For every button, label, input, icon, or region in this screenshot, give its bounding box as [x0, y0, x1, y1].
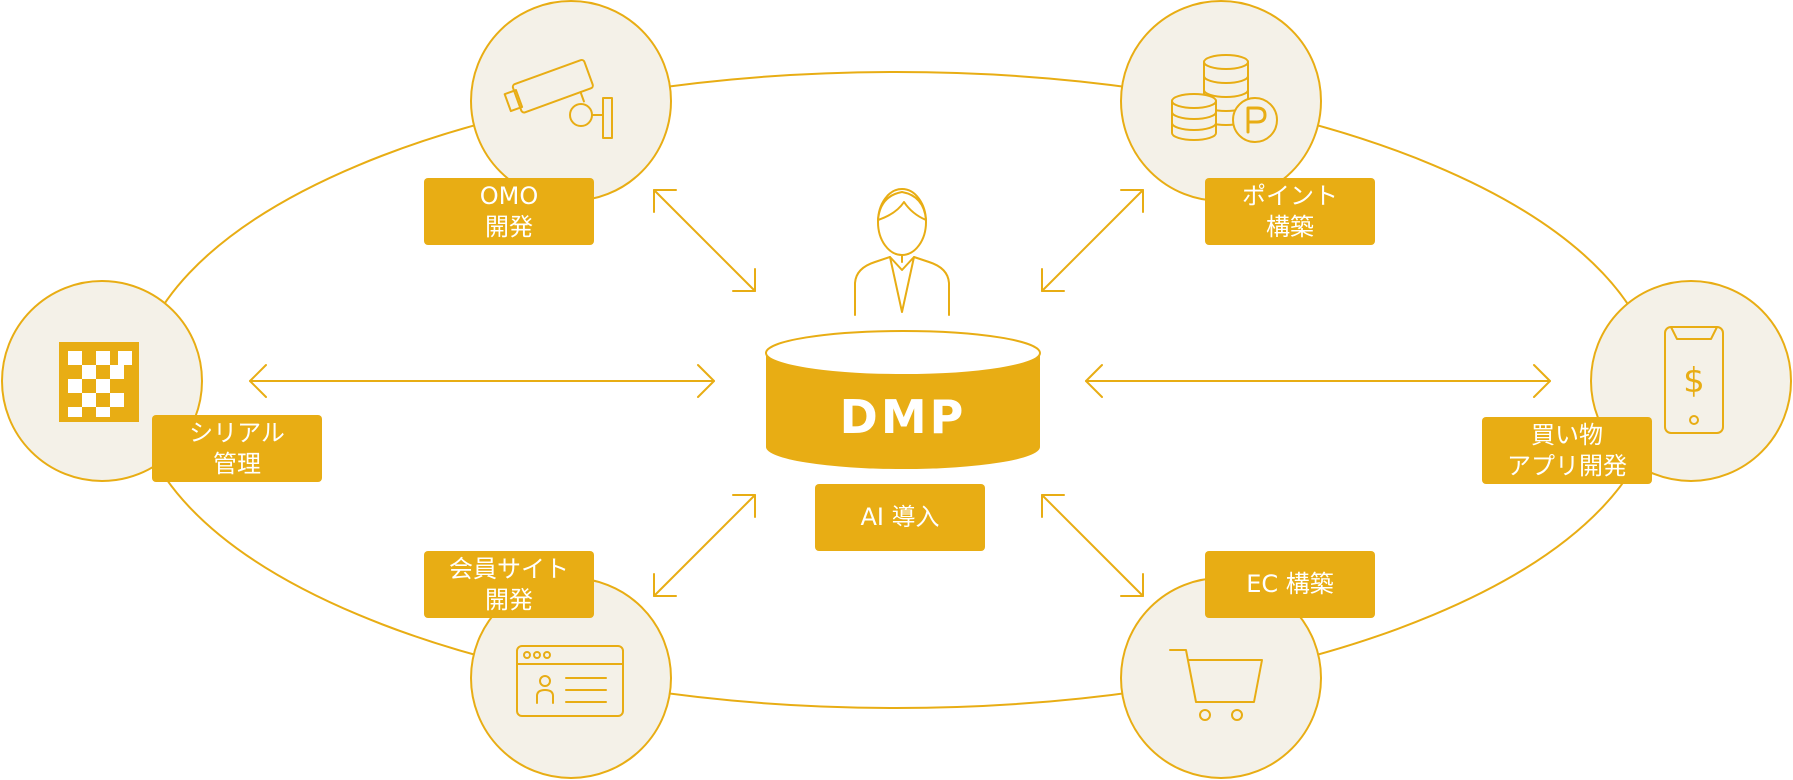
app-label-line-1: 買い物	[1531, 420, 1603, 449]
member-label: 会員サイト 開発	[424, 551, 594, 618]
smartphone-dollar-icon	[1664, 326, 1724, 434]
arrow-serial-dmp	[249, 364, 715, 398]
arrow-point-dmp	[1041, 189, 1144, 292]
database-icon	[765, 330, 1041, 469]
person-icon	[854, 188, 950, 316]
arrow-ec-dmp	[1041, 494, 1144, 597]
point-label-line-2: 構築	[1266, 212, 1314, 241]
arrow-member-dmp	[653, 494, 756, 597]
node-circle-omo	[470, 0, 672, 202]
omo-label-line-2: 開発	[485, 212, 533, 241]
omo-label: OMO 開発	[424, 178, 594, 245]
qr-code-icon	[59, 342, 139, 422]
serial-label-line-2: 管理	[213, 449, 261, 478]
dmp-title: DMP	[839, 390, 967, 444]
member-label-line-1: 会員サイト	[449, 554, 569, 583]
omo-label-line-1: OMO	[479, 181, 539, 210]
arrow-omo-dmp	[653, 189, 756, 292]
member-label-line-2: 開発	[485, 585, 533, 614]
arrow-app-dmp	[1085, 364, 1551, 398]
serial-label: シリアル 管理	[152, 415, 322, 482]
ec-label: EC 構築	[1205, 551, 1375, 618]
arrows	[249, 189, 1551, 597]
point-label: ポイント 構築	[1205, 178, 1375, 245]
dollar-sign: $	[1683, 361, 1705, 401]
ec-label-text: EC 構築	[1246, 570, 1334, 598]
security-camera-icon	[503, 58, 613, 139]
point-label-line-1: ポイント	[1242, 181, 1338, 210]
app-label-line-2: アプリ開発	[1507, 451, 1627, 480]
shopping-cart-icon	[1169, 649, 1263, 721]
coins-point-icon	[1171, 54, 1278, 143]
serial-label-line-1: シリアル	[189, 418, 285, 447]
ai-label-text: AI 導入	[860, 503, 940, 531]
ai-label: AI 導入	[815, 484, 985, 551]
member-profile-window-icon	[516, 645, 624, 717]
app-label: 買い物 アプリ開発	[1482, 417, 1652, 484]
